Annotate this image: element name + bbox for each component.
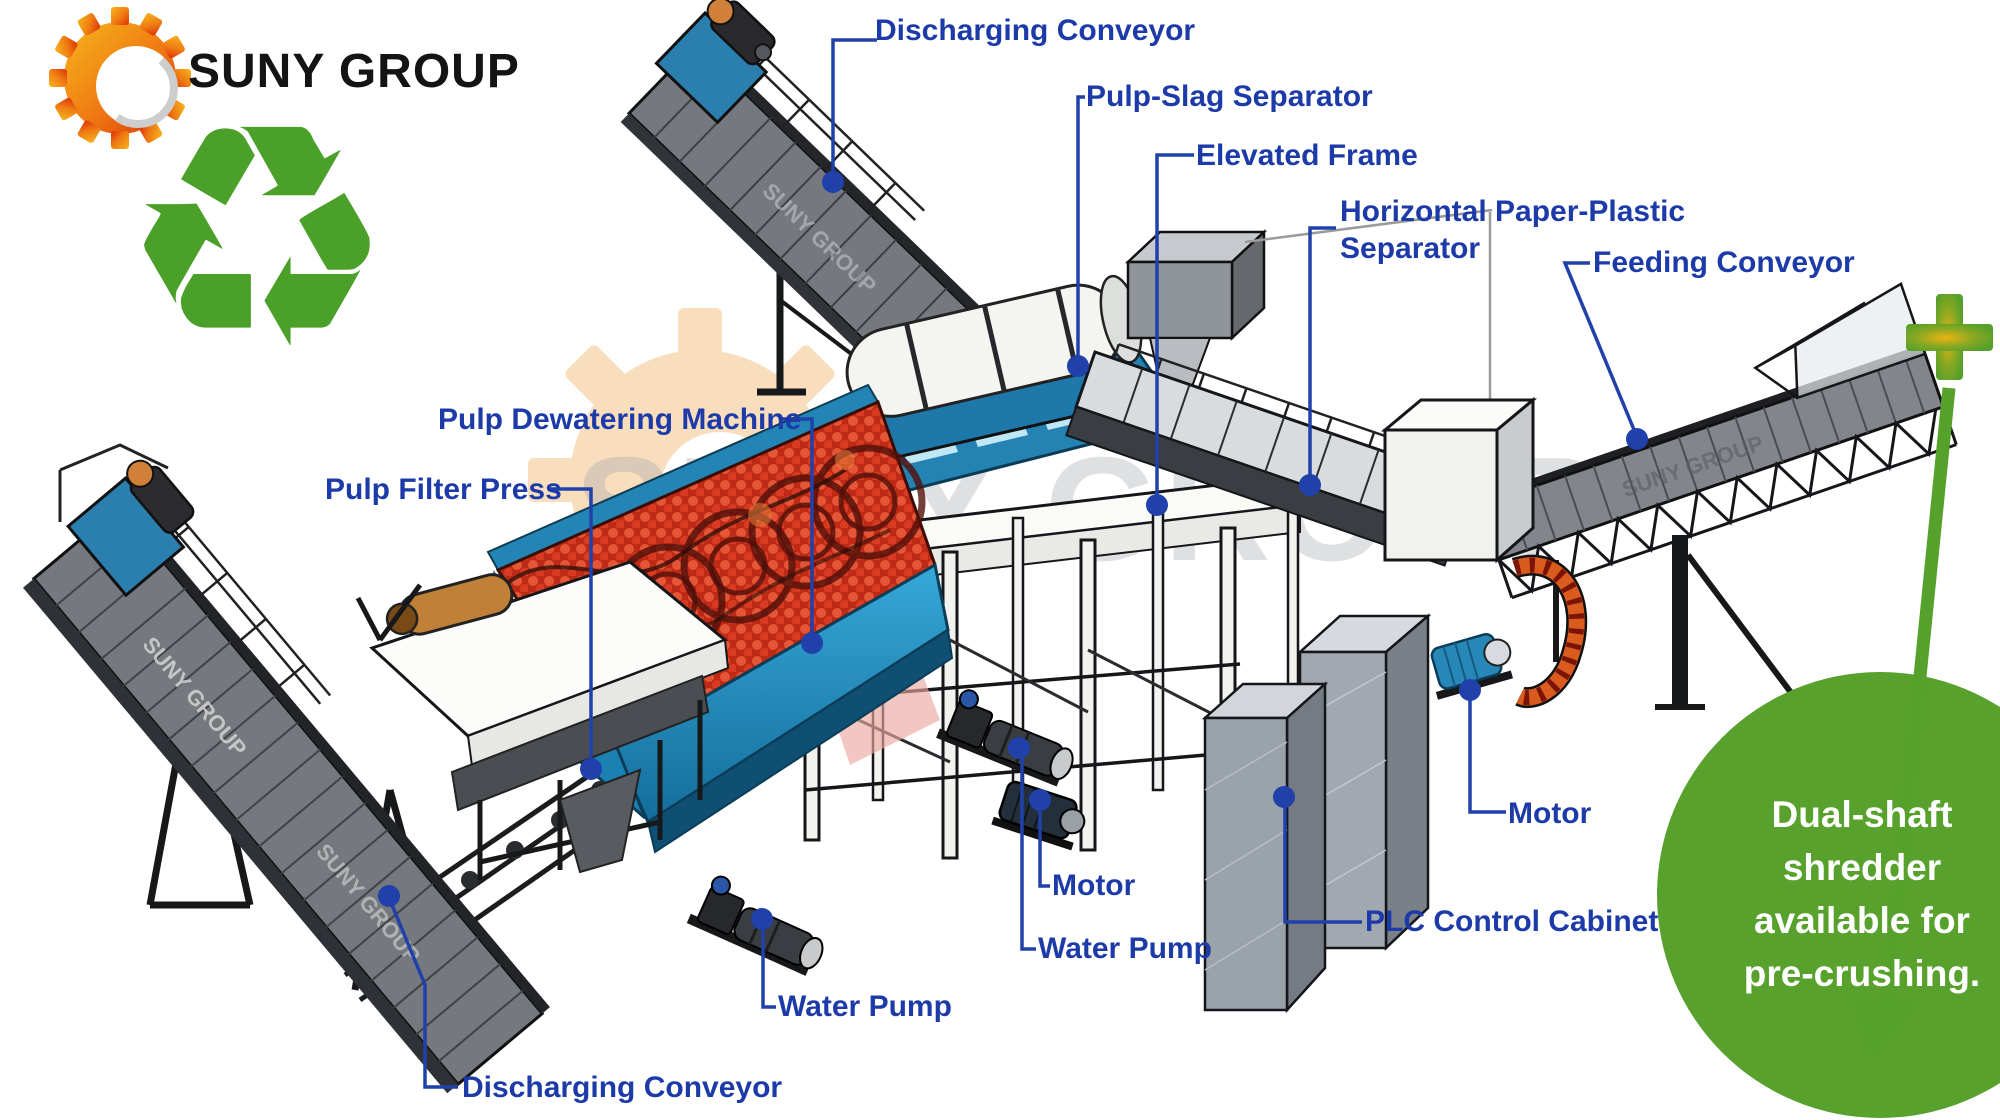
- label-elevated-frame: Elevated Frame: [1196, 139, 1418, 172]
- label-discharging-conveyor-bottom: Discharging Conveyor: [462, 1071, 783, 1104]
- brand-logo-text: SUNY GROUP: [188, 45, 520, 98]
- left-discharging-conveyor: SUNY GROUP SUNY GROUP: [23, 443, 550, 1094]
- label-line-2: Separator: [1340, 232, 1481, 265]
- pulp-filter-press-machine: [328, 560, 730, 1003]
- label-pulp-filter-press: Pulp Filter Press: [325, 473, 562, 506]
- leader-lines: [388, 38, 1639, 1089]
- callout-line-2: shredder: [1782, 847, 1942, 888]
- label-motor-center: Motor: [1052, 869, 1136, 902]
- leader-dots: [378, 171, 1648, 930]
- label-pulp-dewatering-machine: Pulp Dewatering Machine: [438, 403, 802, 436]
- callout-text: Dual-shaft shredder available for pre-cr…: [1672, 788, 2000, 1000]
- label-plc-control-cabinet: PLC Control Cabinet: [1365, 905, 1659, 938]
- label-horizontal-paper-plastic-separator: Horizontal Paper-Plastic Separator: [1340, 193, 1685, 267]
- plc-control-cabinets: [1201, 613, 1432, 1014]
- callout-line-1: Dual-shaft: [1771, 794, 1953, 835]
- label-motor-right: Motor: [1508, 797, 1592, 830]
- label-discharging-conveyor-top: Discharging Conveyor: [875, 14, 1196, 47]
- recycle-icon: ♻: [118, 58, 396, 419]
- callout-line-3: available for: [1754, 900, 1970, 941]
- callout-line-4: pre-crushing.: [1743, 953, 1981, 994]
- feeding-conveyor-machine: SUNY GROUP: [1380, 282, 1958, 710]
- label-pulp-slag-separator: Pulp-Slag Separator: [1086, 80, 1373, 113]
- label-line-1: Horizontal Paper-Plastic: [1340, 195, 1686, 228]
- down-arrow-icon: [1850, 387, 1956, 1058]
- label-water-pump-center: Water Pump: [1038, 932, 1212, 965]
- label-water-pump-left: Water Pump: [778, 990, 952, 1023]
- label-feeding-conveyor: Feeding Conveyor: [1593, 246, 1855, 279]
- plus-icon: [1906, 294, 1993, 380]
- gear-icon: [49, 7, 191, 149]
